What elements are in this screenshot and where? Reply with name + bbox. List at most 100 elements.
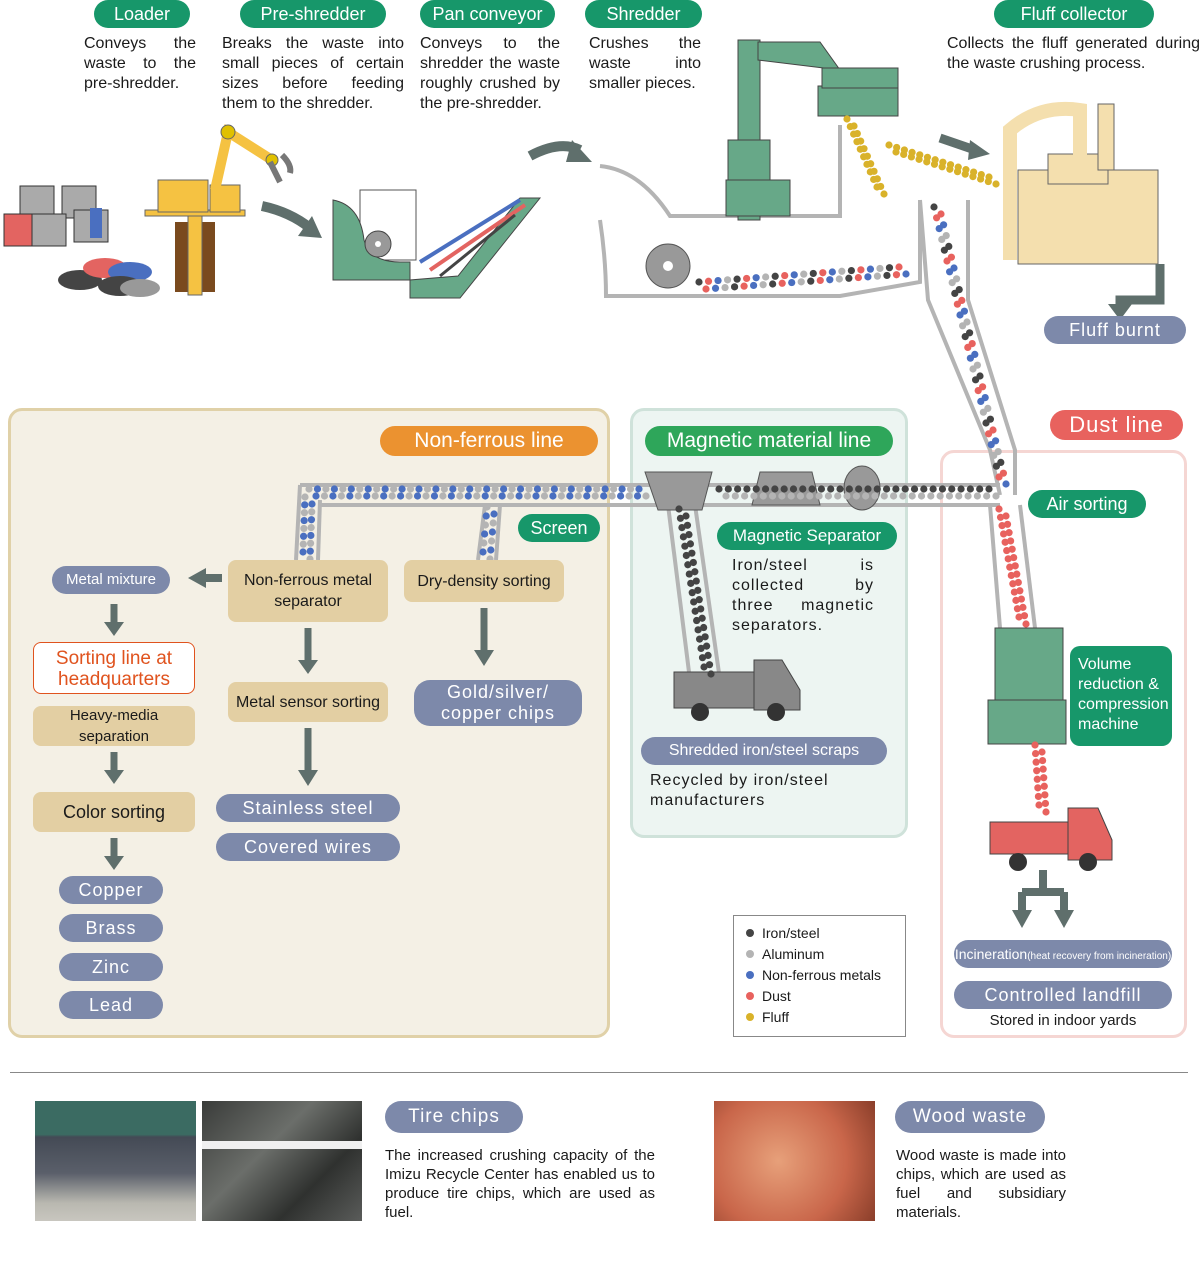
- material-dot: [964, 343, 972, 351]
- material-dot: [995, 505, 1003, 513]
- material-dot: [973, 492, 981, 500]
- material-dot: [413, 492, 422, 500]
- material-dot: [927, 492, 935, 500]
- material-dot: [491, 485, 499, 493]
- stainless-steel-output: Stainless steel: [216, 794, 400, 822]
- waste-cubes-icon: [3, 185, 109, 247]
- material-dot: [1031, 741, 1039, 749]
- material-dot: [966, 354, 975, 362]
- material-dot: [850, 130, 858, 138]
- flow-arrow-icon: [968, 140, 990, 160]
- material-dot: [700, 663, 708, 671]
- material-dot: [432, 485, 440, 493]
- legend-item: Non-ferrous metals: [746, 964, 893, 985]
- stage-shredder-desc: Crushes the waste into smaller pieces.: [589, 35, 701, 92]
- material-dot: [955, 492, 963, 500]
- material-dot: [899, 492, 907, 500]
- material-dot: [307, 523, 315, 532]
- material-dot: [843, 492, 851, 500]
- material-dot: [1010, 588, 1018, 596]
- material-dot: [483, 485, 491, 493]
- legend-swatch-icon: [746, 949, 754, 958]
- wood-waste-photo: [714, 1101, 875, 1221]
- material-dot: [633, 492, 642, 500]
- down-arrow-icon: [1108, 304, 1132, 320]
- material-dot: [721, 283, 729, 292]
- material-dot: [337, 492, 345, 500]
- material-dot: [330, 485, 338, 493]
- material-dot: [957, 485, 965, 493]
- material-dot: [681, 542, 689, 550]
- down-arrow-icon: [104, 856, 124, 870]
- down-arrow-icon: [298, 770, 318, 786]
- material-dot: [1033, 767, 1041, 775]
- material-dot: [490, 510, 498, 518]
- material-dot: [398, 485, 406, 493]
- material-dot: [857, 266, 865, 274]
- material-dot: [1041, 791, 1049, 799]
- material-dot: [995, 473, 1003, 481]
- stage-fluff-collector-desc: Collects the fluff generated during the …: [947, 35, 1200, 72]
- material-dot: [936, 492, 944, 500]
- material-dot: [308, 500, 316, 508]
- material-dot: [866, 168, 874, 176]
- material-dot: [457, 485, 465, 493]
- material-dot: [691, 568, 699, 576]
- material-dot: [1015, 613, 1023, 621]
- material-dot: [593, 485, 601, 493]
- material-dot: [866, 265, 875, 273]
- material-dot: [299, 532, 308, 540]
- material-dot: [320, 492, 329, 500]
- material-dot: [964, 492, 972, 500]
- material-dot: [301, 493, 309, 501]
- material-dot: [481, 492, 489, 500]
- material-dot: [1031, 749, 1040, 758]
- material-dot: [487, 546, 495, 554]
- material-dot: [354, 492, 362, 500]
- color-sorting-box: Color sorting: [33, 792, 195, 832]
- material-dot: [846, 122, 854, 131]
- iron-steel-scraps-output: Shredded iron/steel scraps: [641, 737, 887, 765]
- material-dot: [678, 523, 686, 532]
- material-dot: [688, 589, 696, 597]
- material-dot: [390, 485, 398, 493]
- legend: Iron/steel Aluminum Non-ferrous metals D…: [733, 915, 906, 1037]
- material-dot: [826, 276, 834, 284]
- dust-truck-icon: [989, 807, 1113, 871]
- material-dot: [523, 492, 532, 500]
- material-dot: [873, 485, 881, 493]
- material-dot: [853, 138, 861, 146]
- material-dot: [700, 623, 708, 632]
- material-dot: [852, 492, 860, 500]
- metal-mixture-label: Metal mixture: [52, 566, 170, 594]
- material-dot: [422, 492, 430, 500]
- material-dot: [827, 485, 835, 493]
- material-dot: [787, 492, 795, 500]
- material-dot: [685, 570, 693, 578]
- material-dot: [322, 485, 330, 493]
- material-dot: [481, 530, 489, 538]
- material-dot: [828, 268, 836, 276]
- material-dot: [916, 151, 924, 159]
- air-sorting-label: Air sorting: [1028, 490, 1146, 518]
- material-dot: [525, 485, 533, 493]
- material-dot: [516, 485, 525, 493]
- material-dot: [948, 485, 956, 493]
- legend-swatch-icon: [746, 928, 754, 937]
- material-dot: [299, 548, 307, 556]
- stage-loader-label: Loader: [94, 0, 190, 28]
- material-dot: [943, 257, 951, 265]
- compression-machine-icon: [987, 627, 1067, 745]
- material-dot: [584, 485, 592, 493]
- material-dot: [768, 492, 777, 500]
- material-dot: [845, 485, 853, 493]
- flow-arrow-icon: [298, 216, 322, 238]
- material-dot: [313, 485, 322, 493]
- material-dot: [882, 485, 891, 493]
- material-dot: [1012, 596, 1020, 604]
- material-dot: [306, 547, 314, 555]
- material-dot: [843, 115, 851, 123]
- material-dot: [682, 551, 690, 560]
- material-dot: [1016, 587, 1024, 595]
- material-dot: [601, 485, 609, 493]
